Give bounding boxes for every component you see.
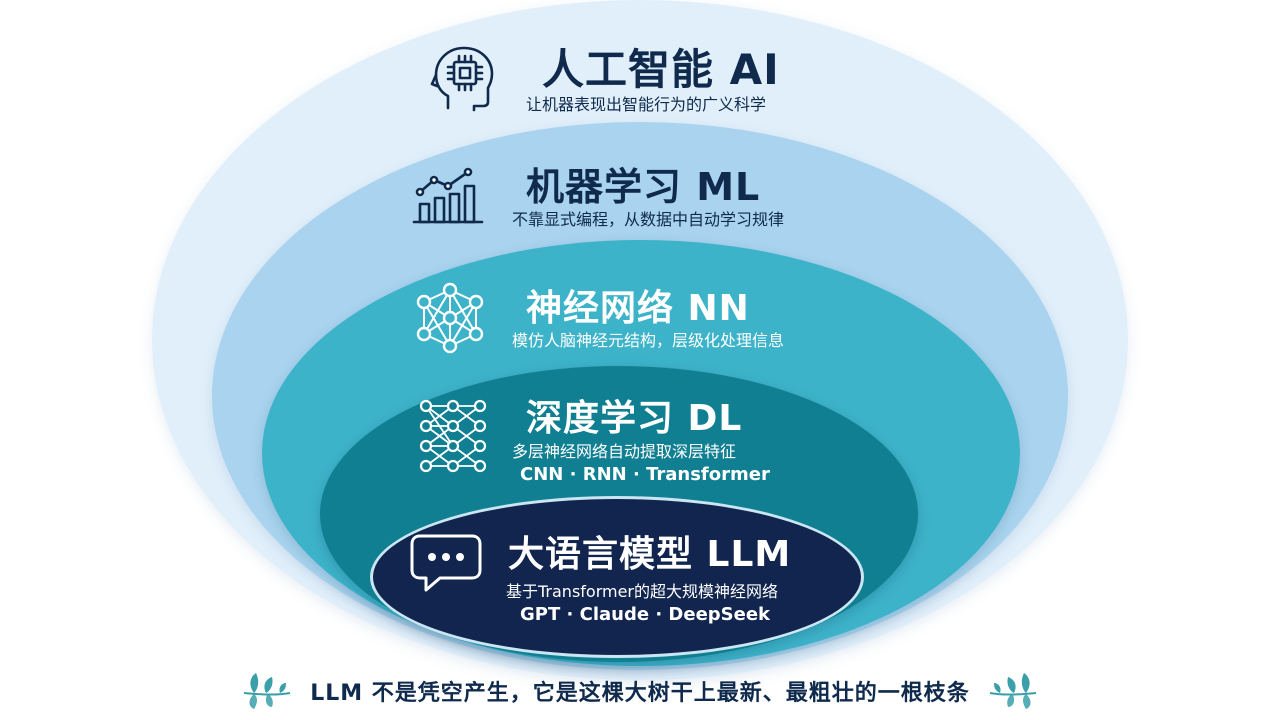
dl-examples: CNN · RNN · Transformer [520,464,770,485]
neural-network-icon [416,282,484,354]
chat-bubble-icon [410,534,482,592]
brain-chip-icon [430,46,494,112]
leaf-branch-icon [244,673,291,709]
nn-desc: 模仿人脑神经元结构，层级化处理信息 [512,331,785,350]
dl-title: 深度学习 DL [526,398,743,439]
dl-desc: 多层神经网络自动提取深层特征 [512,442,737,461]
nn-title: 神经网络 NN [526,288,750,329]
leaf-branch-icon [989,673,1036,709]
llm-title: 大语言模型 LLM [508,534,792,575]
growth-chart-icon [412,167,484,224]
llm-desc: 基于Transformer的超大规模神经网络 [506,582,779,601]
footer-text: LLM 不是凭空产生，它是这棵大树干上最新、最粗壮的一根枝条 [310,681,970,706]
footer: LLM 不是凭空产生，它是这棵大树干上最新、最粗壮的一根枝条 [0,666,1280,716]
ml-title: 机器学习 ML [526,165,761,209]
llm-examples: GPT · Claude · DeepSeek [520,604,771,625]
deep-network-icon [419,399,487,473]
ml-desc: 不靠显式编程，从数据中自动学习规律 [512,210,785,229]
ai-title: 人工智能 AI [542,45,780,94]
ai-desc: 让机器表现出智能行为的广义科学 [526,95,767,114]
